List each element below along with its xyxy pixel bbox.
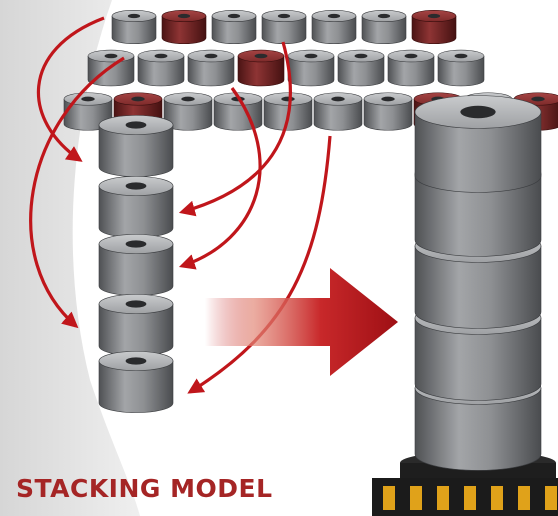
- curved-arrow-icon: [178, 41, 292, 217]
- row-2-cylinder: [237, 49, 285, 87]
- row-2-cylinder: [137, 49, 185, 87]
- curved-arrow-icon: [29, 56, 125, 329]
- row-3-cylinder: [313, 92, 363, 131]
- row-1-cylinder: [111, 9, 157, 45]
- row-2-cylinder: [337, 49, 385, 87]
- background-wedge: [0, 0, 140, 516]
- row-2-cylinder: [437, 49, 485, 87]
- column-cylinder: [98, 351, 174, 413]
- big-arrow-right-icon: [205, 268, 398, 376]
- intermediate-column: [98, 115, 174, 413]
- row-2-cylinder: [287, 49, 335, 87]
- tower-cylinder: [414, 95, 542, 193]
- column-cylinder: [98, 115, 174, 177]
- row-1-cylinder: [361, 9, 407, 45]
- curved-arrow-icon: [36, 16, 105, 162]
- gear-base-icon: [372, 451, 558, 516]
- row-1-cylinder: [211, 9, 257, 45]
- row-1-cylinder: [311, 9, 357, 45]
- row-2-cylinder: [187, 49, 235, 87]
- row-3-cylinder: [163, 92, 213, 131]
- row-1-cylinder: [161, 9, 207, 45]
- curved-arrow-icon: [178, 87, 262, 270]
- diagram-title: STACKING MODEL: [16, 474, 273, 503]
- row-1-cylinder: [411, 9, 457, 45]
- row-3-cylinder: [363, 92, 413, 131]
- column-cylinder: [98, 294, 174, 356]
- curved-arrows: [29, 16, 332, 394]
- row-1-cylinder: [261, 9, 307, 45]
- final-tower: [414, 95, 542, 471]
- column-cylinder: [98, 176, 174, 238]
- column-cylinder: [98, 234, 174, 296]
- row-2-cylinder: [387, 49, 435, 87]
- curved-arrow-icon: [187, 135, 332, 394]
